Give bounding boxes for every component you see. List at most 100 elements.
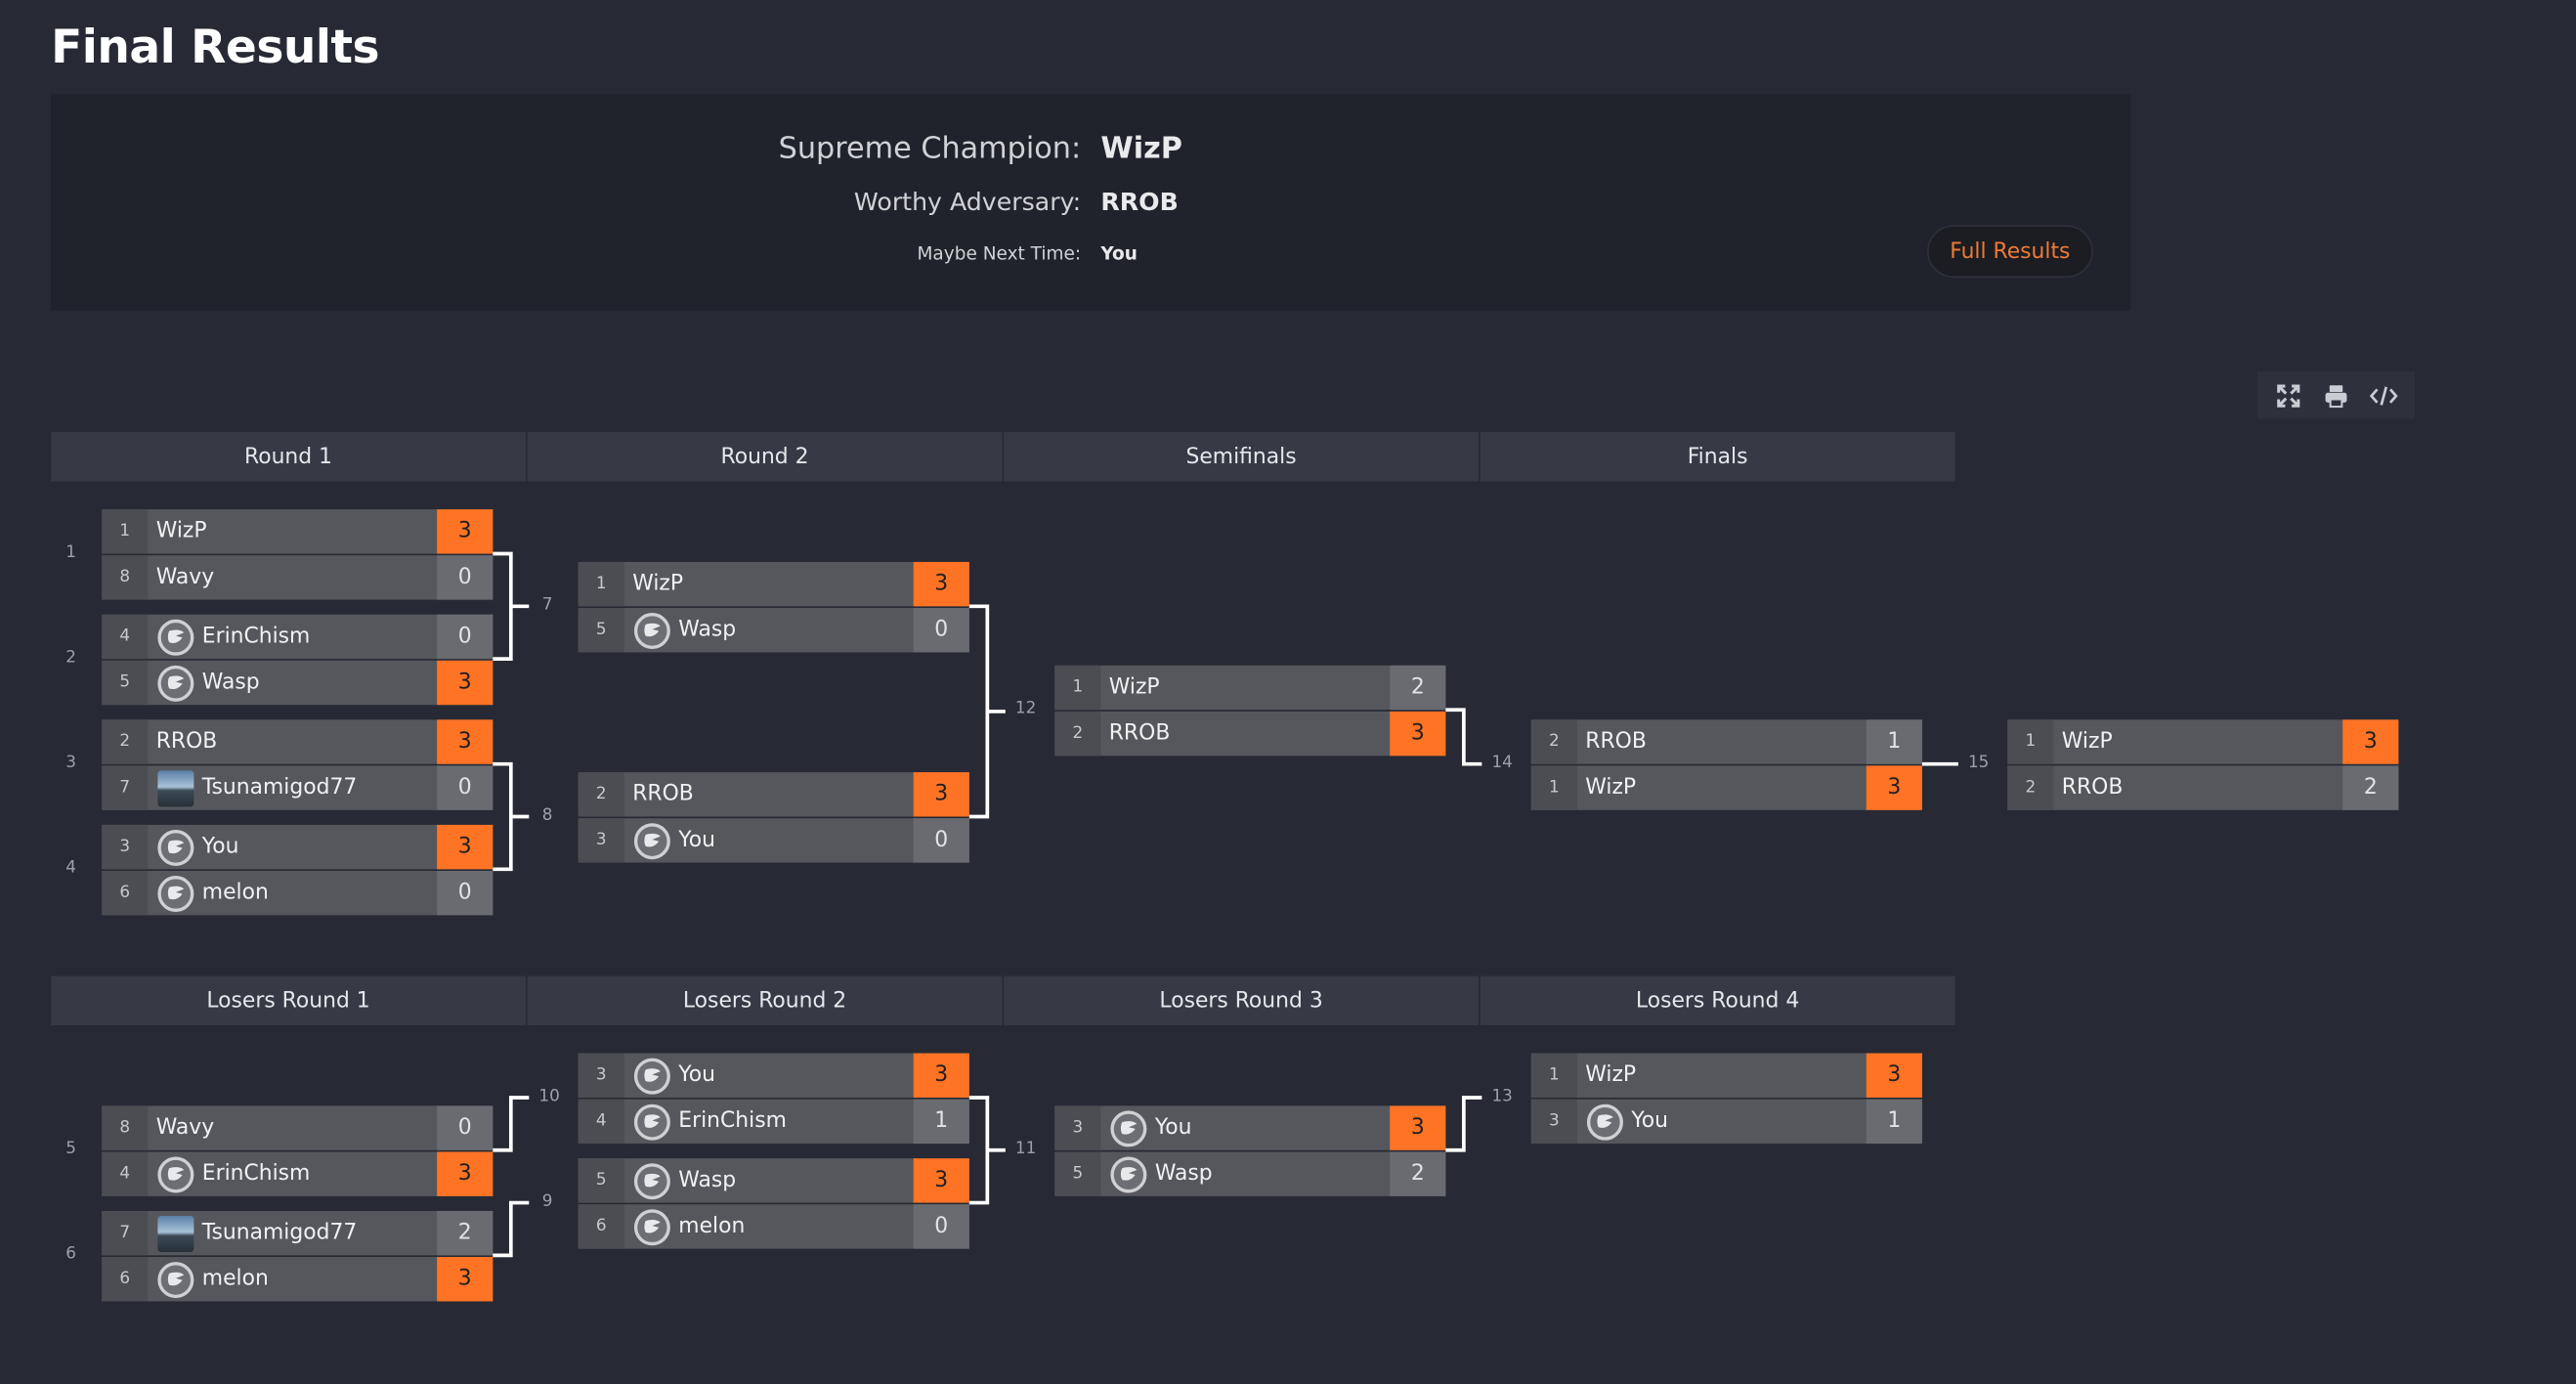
player-seed: 3	[578, 818, 624, 863]
player-name: melon	[201, 881, 269, 906]
round-header-losers-round-4: Losers Round 4	[1480, 975, 1955, 1026]
embed-code-icon[interactable]	[2366, 377, 2402, 413]
round-header-losers-round-3: Losers Round 3	[1004, 975, 1479, 1026]
player-seed: 4	[578, 1099, 624, 1145]
full-results-button[interactable]: Full Results	[1926, 225, 2093, 279]
team-logo-icon	[633, 1208, 670, 1245]
round-header-finals: Finals	[1480, 432, 1955, 482]
team-logo-icon	[633, 1057, 670, 1094]
player-score: 0	[437, 870, 494, 916]
team-logo-icon	[633, 822, 670, 859]
player-name: WizP	[1585, 775, 1637, 800]
player-seed: 1	[578, 561, 624, 607]
team-logo-icon	[633, 1103, 670, 1140]
match-number-2: 2	[65, 649, 76, 668]
team-logo-icon	[1110, 1109, 1147, 1146]
player-name: Wasp	[1154, 1161, 1213, 1187]
match-number-6: 6	[65, 1245, 76, 1264]
player-seed: 8	[102, 1105, 149, 1150]
player-seed: 7	[102, 765, 149, 810]
player-name: WizP	[155, 519, 207, 544]
player-score: 0	[437, 614, 494, 660]
player-score: 3	[437, 1257, 494, 1302]
team-logo-icon	[157, 1261, 194, 1298]
player-name: You	[201, 834, 239, 860]
player-score: 1	[913, 1099, 969, 1145]
match-number-1: 1	[65, 543, 76, 562]
player-seed: 3	[1530, 1099, 1577, 1145]
player-seed: 5	[102, 660, 149, 706]
player-name: ErinChism	[201, 1161, 311, 1187]
fullscreen-icon[interactable]	[2270, 377, 2306, 413]
avatar-photo	[157, 1215, 194, 1252]
player-name: RROB	[1585, 729, 1647, 755]
match-number-14: 14	[1491, 754, 1513, 773]
match-number-7: 7	[541, 596, 553, 615]
player-score: 0	[913, 608, 969, 653]
player-score: 1	[1866, 719, 1922, 764]
player-score: 0	[437, 555, 494, 600]
player-score: 3	[437, 824, 494, 870]
player-score: 3	[2342, 719, 2399, 764]
player-score: 3	[913, 1053, 969, 1098]
player-seed: 4	[102, 1151, 149, 1196]
player-score: 3	[437, 719, 494, 764]
player-name: melon	[678, 1214, 746, 1239]
player-score: 2	[1390, 665, 1446, 711]
player-seed: 2	[2007, 765, 2054, 810]
player-seed: 8	[102, 555, 149, 600]
round-header-semifinals: Semifinals	[1004, 432, 1479, 482]
team-logo-icon	[633, 612, 670, 649]
print-icon[interactable]	[2318, 377, 2354, 413]
player-name: WizP	[2061, 729, 2113, 755]
player-name: WizP	[1108, 674, 1160, 701]
player-seed: 6	[578, 1204, 624, 1249]
